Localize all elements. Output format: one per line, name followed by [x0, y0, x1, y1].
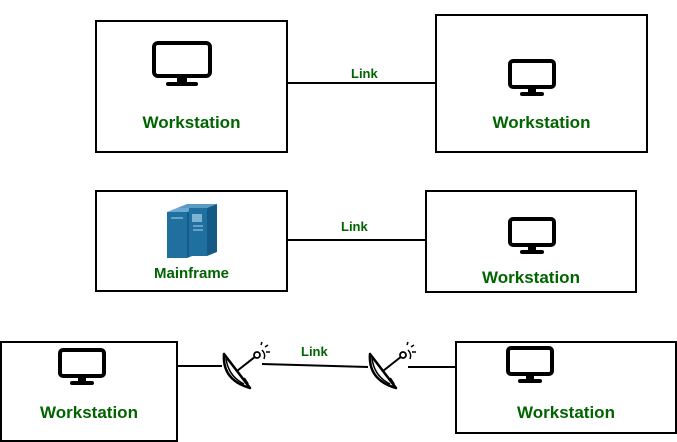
monitor-icon: [508, 217, 556, 254]
link-label-row3: Link: [301, 344, 328, 359]
node-label: Mainframe: [153, 265, 230, 282]
workstation-node-row1-right: Workstation: [435, 14, 648, 153]
monitor-icon: [506, 346, 554, 383]
link-label-row2: Link: [341, 219, 368, 234]
satellite-dish-icon: [368, 341, 416, 390]
mainframe-icon: [167, 204, 217, 258]
monitor-icon: [152, 41, 212, 86]
link-line-row1: [288, 82, 436, 84]
node-label: Workstation: [517, 403, 615, 422]
node-label: Workstation: [492, 113, 591, 132]
monitor-icon: [58, 348, 106, 385]
workstation-node-row3-left: Workstation: [0, 341, 178, 442]
workstation-node-row3-right: Workstation: [455, 341, 677, 434]
satellite-dish-icon: [222, 341, 270, 390]
workstation-node-row1-left: Workstation: [95, 20, 288, 153]
monitor-icon: [508, 59, 556, 96]
link-label-row1: Link: [351, 66, 378, 81]
node-label: Workstation: [482, 268, 580, 287]
link-line-row2: [288, 239, 426, 241]
link-segment-middle: [261, 363, 369, 368]
mainframe-node: Mainframe: [95, 190, 288, 292]
node-label: Workstation: [40, 403, 138, 422]
node-label: Workstation: [142, 113, 241, 132]
workstation-node-row2-right: Workstation: [425, 190, 637, 293]
